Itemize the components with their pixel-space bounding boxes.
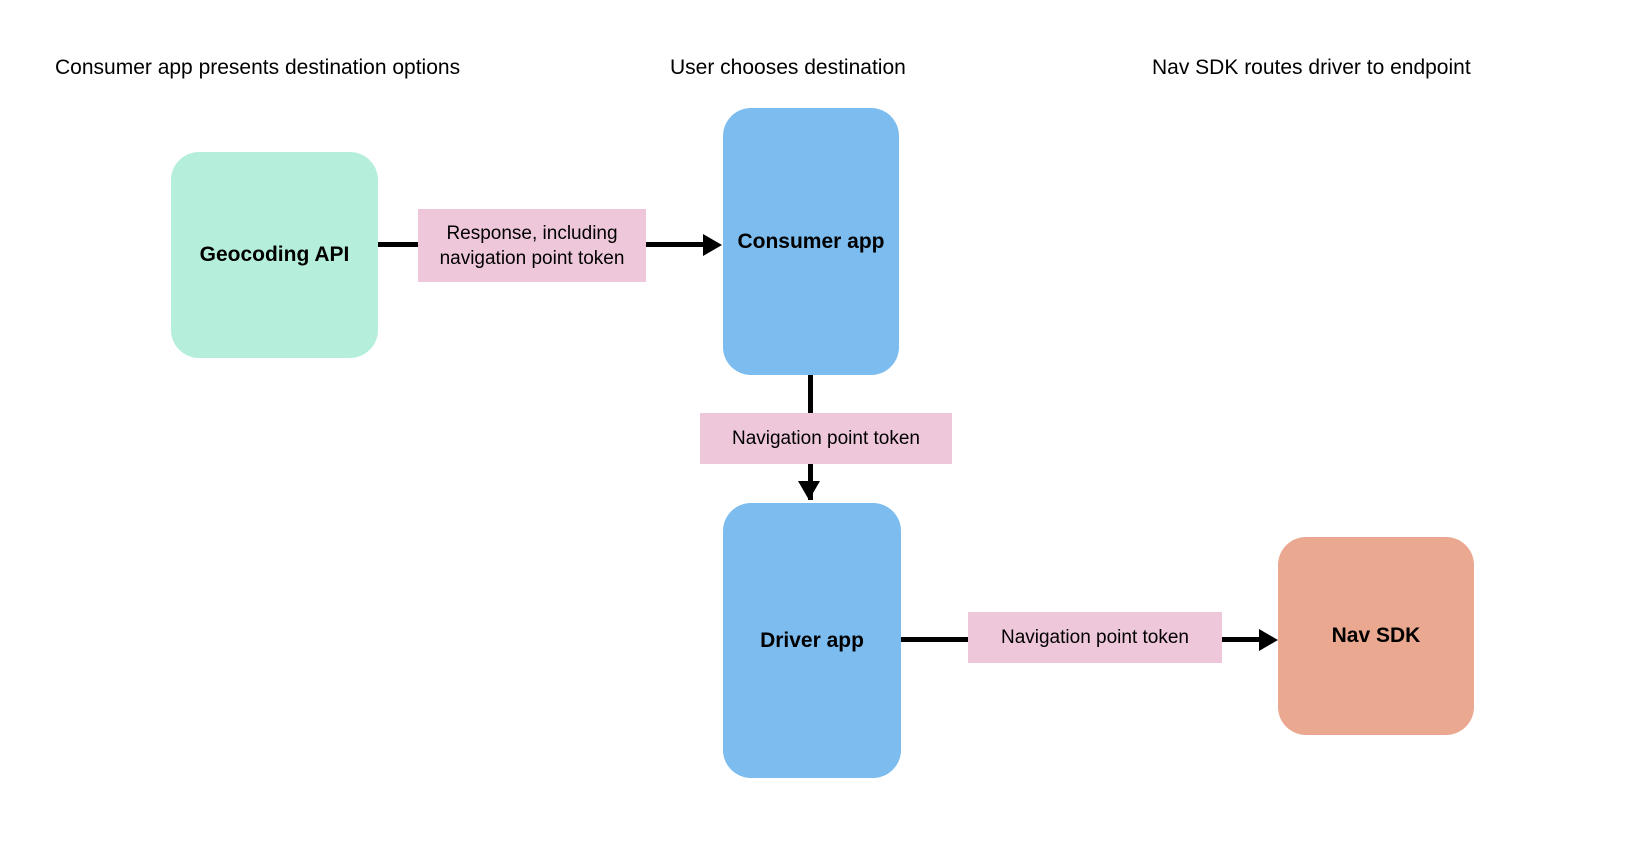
node-driver-app[interactable]: Driver app (723, 503, 901, 778)
node-consumer-app[interactable]: Consumer app (723, 108, 899, 375)
column-header-user-chooses-destination: User chooses destination (670, 56, 906, 79)
arrow-consumer-to-driver-head (798, 481, 820, 500)
node-geocoding-api[interactable]: Geocoding API (171, 152, 378, 358)
edge-label-navigation-point-token-bottom: Navigation point token (968, 612, 1222, 663)
arrow-driver-to-navsdk-head (1259, 629, 1278, 651)
edge-label-navigation-point-token-middle: Navigation point token (700, 413, 952, 464)
arrow-geocoding-to-consumer-head (703, 234, 722, 256)
column-header-consumer-app-presents: Consumer app presents destination option… (55, 56, 461, 79)
edge-label-response-including-navigation-point-token: Response, including navigation point tok… (418, 209, 646, 282)
node-nav-sdk[interactable]: Nav SDK (1278, 537, 1474, 735)
column-header-nav-sdk-routes-driver: Nav SDK routes driver to endpoint (1152, 56, 1471, 79)
